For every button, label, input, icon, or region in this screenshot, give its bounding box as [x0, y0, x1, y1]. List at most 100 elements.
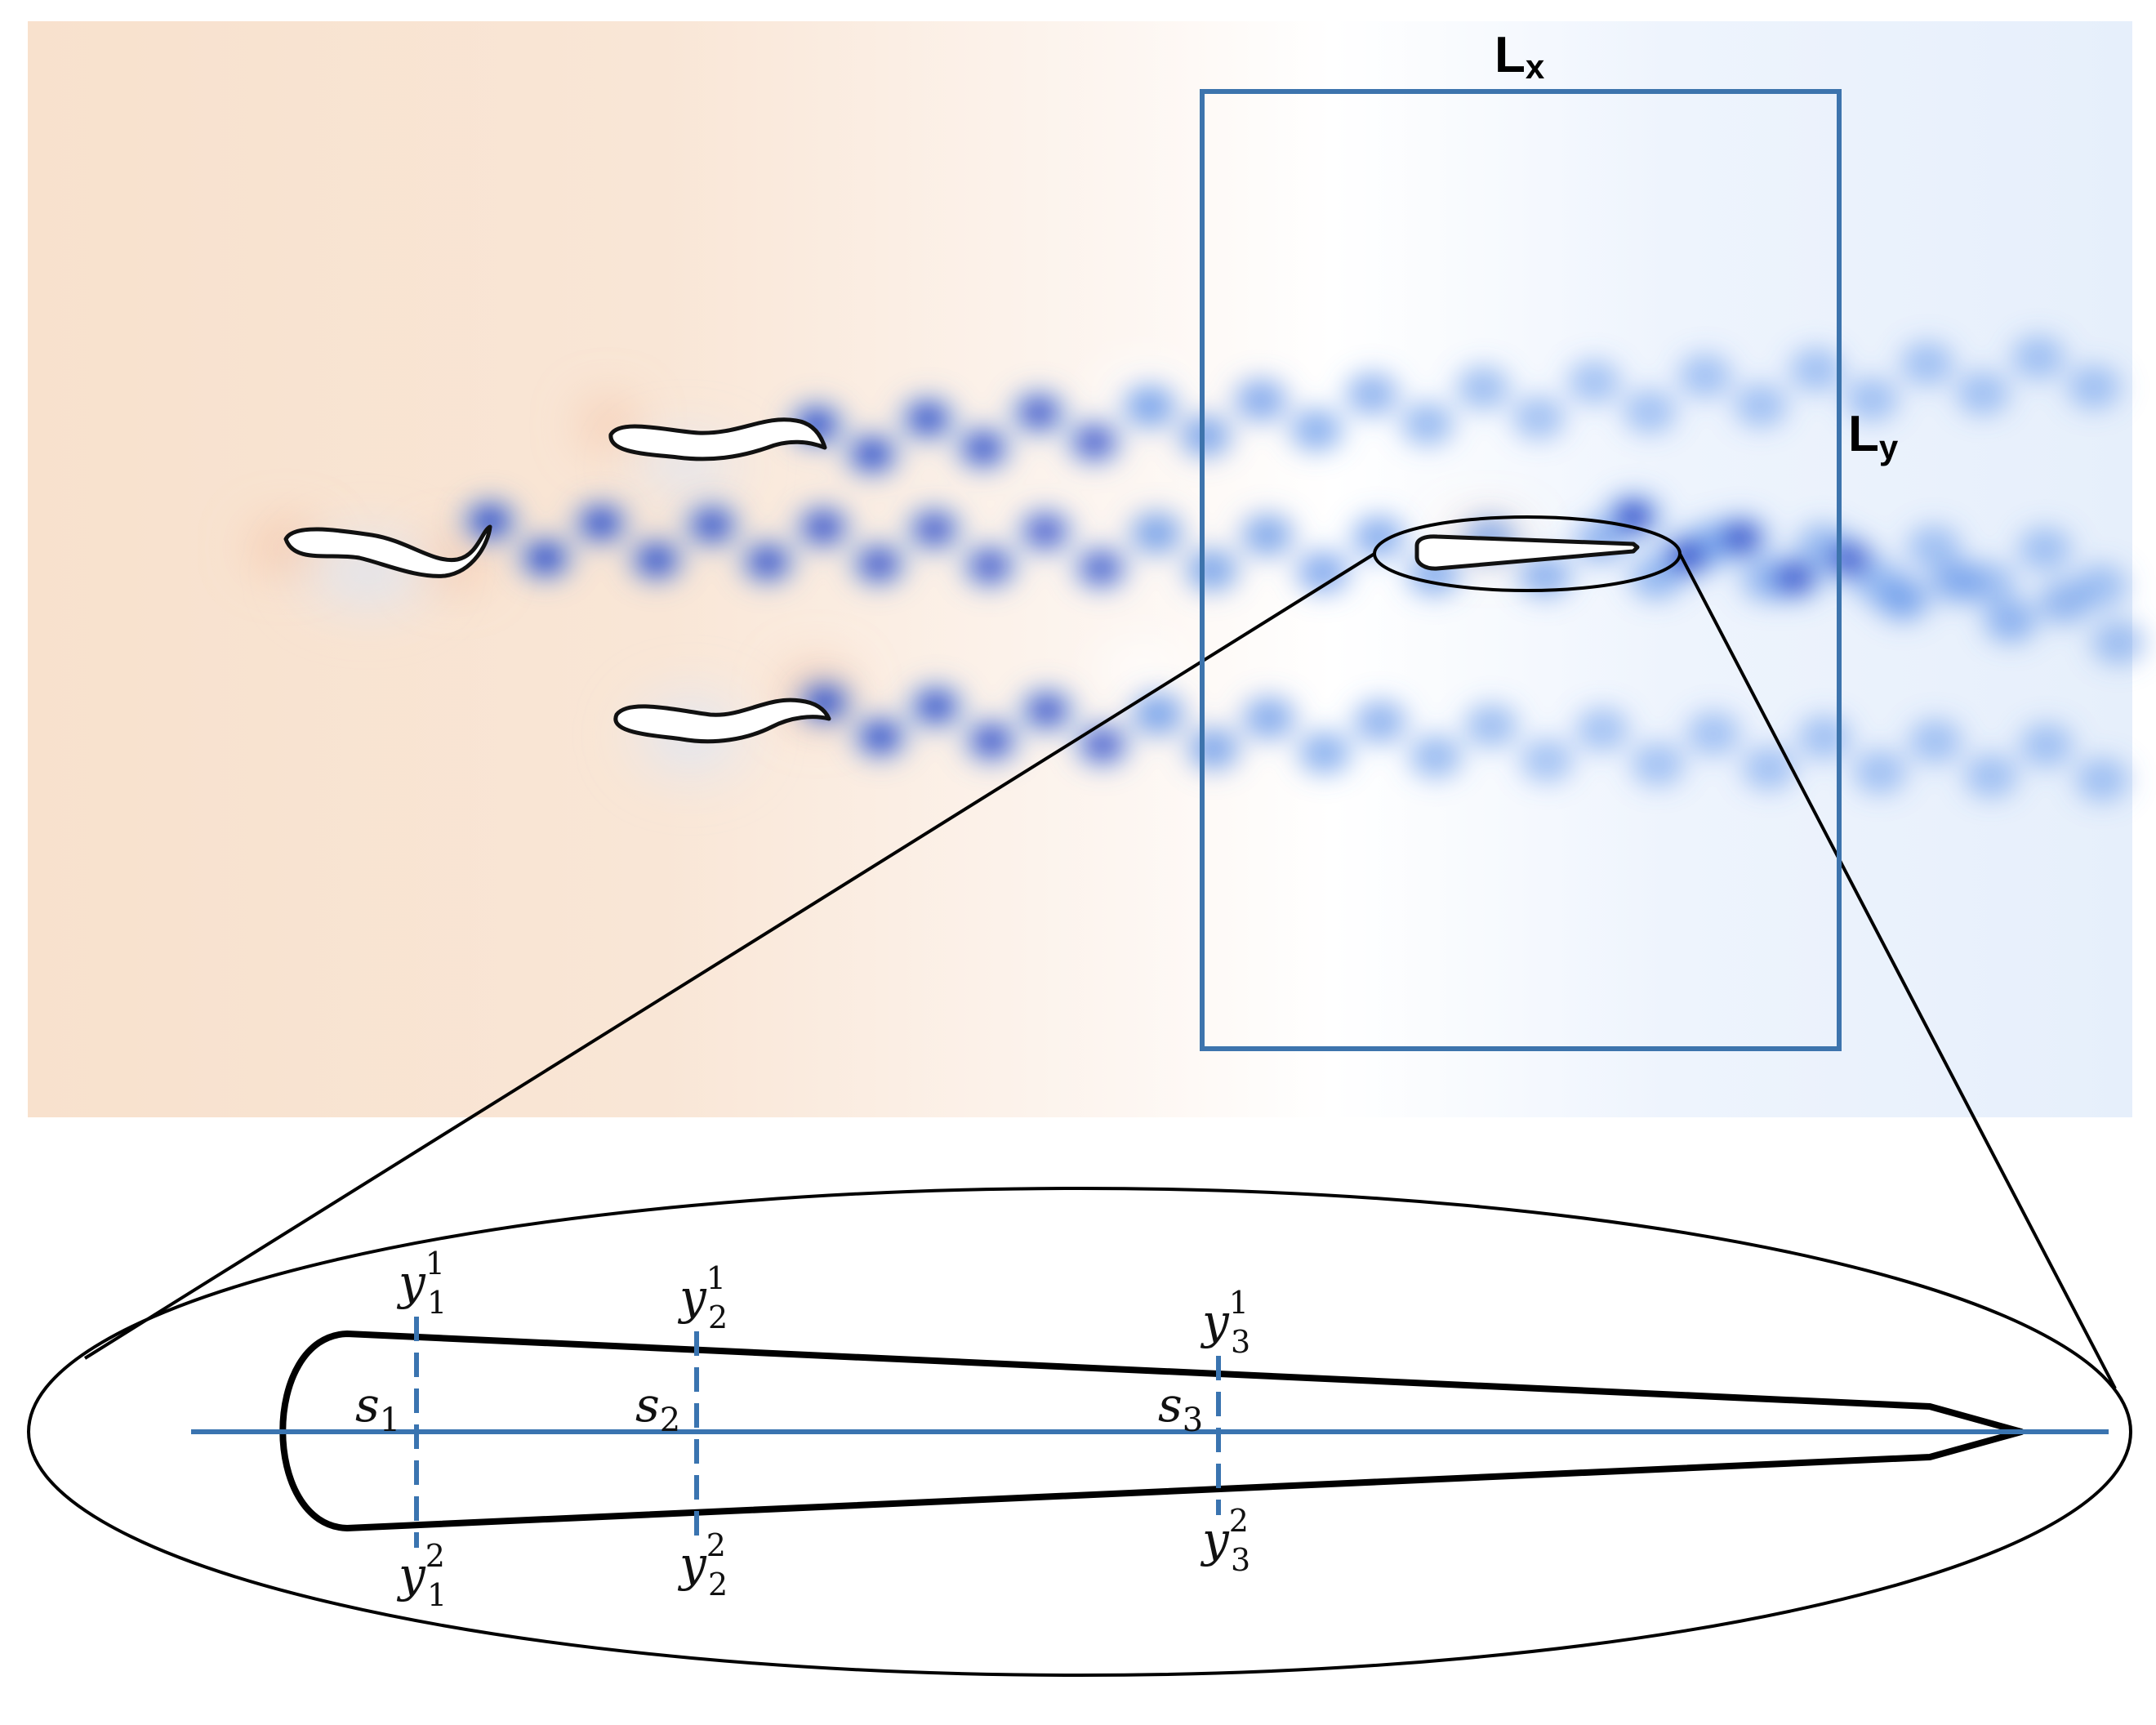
- vortex-blob: [1136, 515, 1177, 550]
- vortex-blob: [1936, 563, 1978, 600]
- vortex-blob: [1882, 582, 1924, 617]
- vortex-blob: [1350, 376, 1394, 413]
- vortex-blob: [1913, 721, 1958, 761]
- enlarged-profile: [191, 1317, 2109, 1548]
- vortex-blob: [1138, 697, 1178, 732]
- swimmer-middle: [283, 524, 492, 578]
- fish-outline: [279, 1331, 2025, 1531]
- zoom-detail-ellipse: [27, 1187, 2132, 1677]
- vortex-blob: [1775, 561, 1815, 595]
- vortex-blob: [582, 507, 620, 538]
- vortex-blob: [472, 506, 508, 536]
- vortex-blob: [2096, 623, 2141, 662]
- domain-box: [1200, 89, 1842, 1051]
- vortex-blob: [1615, 501, 1651, 531]
- vortex-blob: [638, 544, 675, 576]
- vortex-blob: [969, 549, 1010, 583]
- vortex-blob: [1191, 552, 1233, 588]
- vortex-blob: [1849, 379, 1895, 419]
- s3-label: s3: [1158, 1377, 1203, 1439]
- vortex-blob: [1082, 728, 1123, 762]
- vortex-blob: [1989, 602, 2033, 640]
- flow-field: [28, 21, 2153, 1117]
- vortex-blob: [2024, 725, 2069, 765]
- vortex-blob: [1968, 756, 2014, 796]
- vortex-blob: [748, 546, 787, 578]
- vortex-blob: [909, 403, 947, 435]
- vortex-blob: [2078, 566, 2123, 606]
- vortex-blob: [1802, 717, 1847, 757]
- vortex-blob: [1074, 426, 1115, 459]
- vortex-blob: [1682, 356, 1728, 396]
- vortex-blob: [1357, 519, 1400, 555]
- vortex-blob: [972, 724, 1011, 757]
- vortex-blob: [1080, 550, 1121, 586]
- vortex-blob: [1246, 517, 1289, 553]
- vortex-blob: [853, 439, 891, 470]
- vortex-blob: [1019, 396, 1058, 429]
- vortex-blob: [1746, 748, 1792, 788]
- vortex-blob: [1690, 714, 1736, 754]
- vortex-blob: [1468, 706, 1514, 746]
- s2-label: s2: [635, 1377, 680, 1439]
- vortex-blob: [1904, 344, 1950, 384]
- vortex-blob: [2079, 760, 2125, 800]
- vortex-blob: [964, 432, 1003, 465]
- vortex-blob: [1571, 362, 1617, 402]
- vortex-blob: [1025, 514, 1066, 548]
- zoom-callout: [27, 515, 2132, 1677]
- vortex-blob: [693, 509, 731, 541]
- label-ly: Ly: [1848, 406, 1899, 466]
- vortex-blob: [1405, 404, 1450, 443]
- vortex-blob: [1294, 412, 1339, 448]
- vortex-blob: [1967, 564, 2012, 604]
- vortex-blob: [915, 512, 954, 546]
- vortex-blob: [1911, 527, 1957, 567]
- vortex-blob: [862, 721, 899, 752]
- zoom-line-right: [1678, 553, 2117, 1389]
- vortex-blob: [1738, 386, 1784, 426]
- swimmer-lower: [613, 698, 831, 744]
- vortex-blob: [1857, 752, 1903, 792]
- vortex-blob: [527, 542, 564, 573]
- vortex-blob: [804, 510, 843, 543]
- vortex-blob: [859, 547, 898, 581]
- vortex-blob: [2071, 367, 2117, 407]
- vortex-blob: [1524, 740, 1570, 780]
- vortex-blob: [1523, 557, 1567, 595]
- vortex-blob: [917, 690, 955, 722]
- vortex-blob: [1829, 542, 1869, 577]
- vortex-blob: [1184, 418, 1227, 453]
- vortex-blob: [1248, 700, 1290, 736]
- vortex-blob: [2042, 583, 2087, 622]
- vortex-blob: [1240, 382, 1282, 418]
- vortex-blob: [1627, 391, 1673, 431]
- vortex-blob: [1579, 710, 1625, 750]
- vortex-blob: [1192, 731, 1235, 766]
- label-lx: Lx: [1494, 27, 1545, 86]
- vortex-blob: [1358, 703, 1402, 741]
- zoom-line-left: [83, 552, 1376, 1360]
- swimmer-fish-small: [1414, 534, 1640, 571]
- vortex-blob: [1516, 398, 1561, 438]
- vortex-streets: [456, 329, 2153, 808]
- swimmers: [283, 417, 1640, 744]
- swimmer-upper: [608, 417, 827, 461]
- vortex-blob: [1460, 368, 1506, 408]
- vortex-blob: [2022, 529, 2068, 569]
- vortex-blob: [1129, 389, 1170, 424]
- vortex-blob: [1027, 693, 1067, 727]
- vortex-blob: [1722, 522, 1761, 554]
- vortex-blob: [1793, 350, 1839, 390]
- vortex-blob: [1635, 744, 1681, 784]
- s1-label: s1: [355, 1377, 400, 1439]
- vortex-blob: [2016, 337, 2061, 377]
- vortex-blob: [1303, 734, 1347, 771]
